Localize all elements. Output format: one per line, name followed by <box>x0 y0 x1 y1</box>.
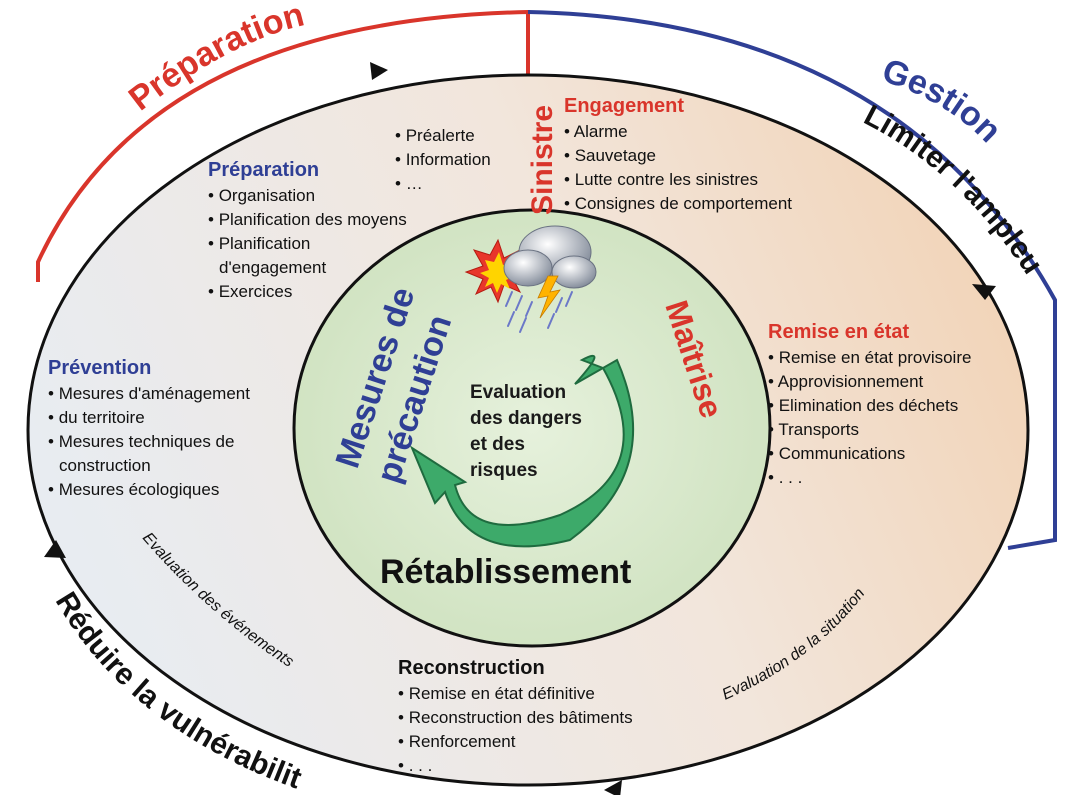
block-title: Préparation <box>208 159 320 181</box>
gestion-bracket <box>527 10 1057 550</box>
list-item: Alarme <box>564 120 792 144</box>
block-title: Prévention <box>48 357 152 379</box>
list-item: Renforcement <box>398 730 633 754</box>
center-line: Evaluation <box>470 382 567 403</box>
list-item: Elimination des déchets <box>768 394 971 418</box>
list-item: Planification <box>208 232 407 256</box>
list-item: Mesures techniques de <box>48 430 250 454</box>
list-item: Exercices <box>208 280 407 304</box>
list-item: Planification des moyens <box>208 208 407 232</box>
list-item: . . . <box>398 754 633 778</box>
center-line: des dangers <box>470 408 582 429</box>
ring-arrow-left <box>44 540 66 558</box>
remise-en-etat-block: Remise en état Remise en état provisoire… <box>768 318 971 490</box>
list-item: . . . <box>768 466 971 490</box>
list-item: Lutte contre les sinistres <box>564 168 792 192</box>
list-item: Sauvetage <box>564 144 792 168</box>
list-item: Information <box>395 148 491 172</box>
ring-arrow-bottom <box>604 780 622 795</box>
block-title: Engagement <box>564 95 685 117</box>
list-item: Mesures d'aménagement <box>48 382 250 406</box>
green-cycle-arrow <box>409 355 635 548</box>
engagement-block: Engagement Alarme Sauvetage Lutte contre… <box>564 92 792 216</box>
preparation-block: Préparation Organisation Planification d… <box>208 156 407 304</box>
list-item: Transports <box>768 418 971 442</box>
prevention-block: Prévention Mesures d'aménagement du terr… <box>48 354 250 502</box>
list-item: Approvisionnement <box>768 370 971 394</box>
ring-arrow-right <box>972 284 996 300</box>
list-item: Mesures écologiques <box>48 478 250 502</box>
inner-label-retablissement: Rétablissement <box>380 553 631 591</box>
arc-label-preparation: Préparation <box>122 0 308 118</box>
lightning-icon <box>537 275 561 319</box>
rain-icon <box>505 291 573 333</box>
reconstruction-block: Reconstruction Remise en état définitive… <box>398 654 633 778</box>
alert-block: Préalerte Information … <box>395 124 491 196</box>
ring-arrow-top <box>370 62 388 80</box>
list-item: Remise en état définitive <box>398 682 633 706</box>
list-item: Reconstruction des bâtiments <box>398 706 633 730</box>
center-line: et des <box>470 434 525 455</box>
list-item: du territoire <box>48 406 250 430</box>
center-line: risques <box>470 460 538 481</box>
list-item: Organisation <box>208 184 407 208</box>
list-item: d'engagement <box>219 258 327 277</box>
storm-cloud-icon <box>503 225 597 289</box>
preparation-bracket <box>36 9 530 282</box>
ring-label-sinistre: Sinistre <box>526 105 559 215</box>
list-item: Consignes de comportement <box>564 192 792 216</box>
block-title: Remise en état <box>768 321 910 343</box>
list-item: … <box>395 172 491 196</box>
list-item: construction <box>59 456 151 475</box>
block-title: Reconstruction <box>398 657 545 679</box>
list-item: Préalerte <box>395 124 491 148</box>
list-item: Communications <box>768 442 971 466</box>
center-evaluation-text: Evaluation des dangers et des risques <box>470 380 640 484</box>
list-item: Remise en état provisoire <box>768 346 972 370</box>
